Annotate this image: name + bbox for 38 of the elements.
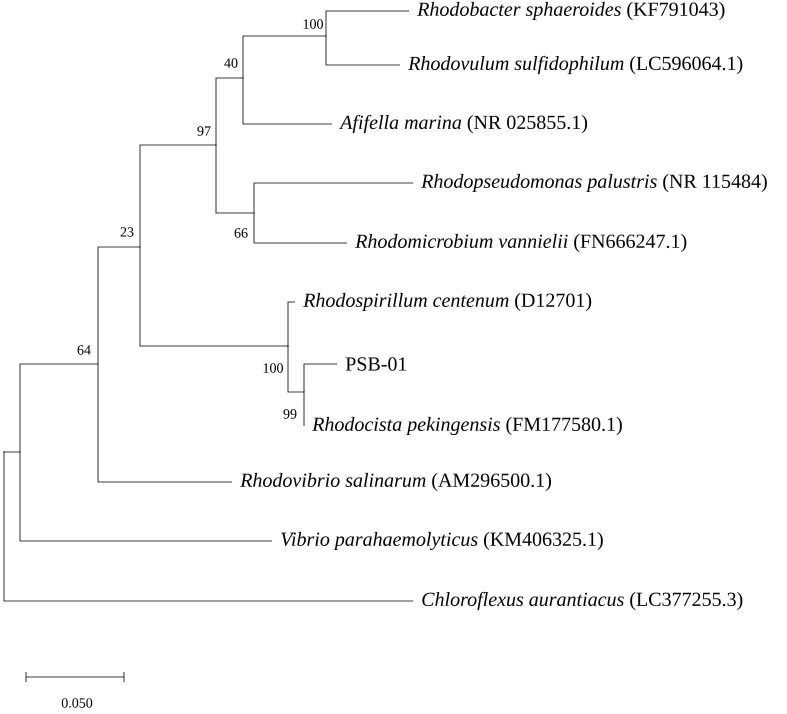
tree-branch: [288, 346, 304, 392]
tree-branch: [326, 36, 400, 66]
scale-label: 0.050: [62, 698, 92, 708]
tree-branch: [216, 78, 244, 146]
taxon-label: Rhodocista pekingensis (FM177580.1): [312, 416, 622, 436]
taxon-label: Rhodovulum sulfidophilum (LC596064.1): [408, 56, 742, 74]
bootstrap-value: 66: [234, 228, 248, 238]
taxon-label: Afifella marina (NR 025855.1): [339, 114, 588, 134]
tree-branch: [326, 10, 410, 36]
tree-branch: [4, 452, 414, 602]
tree-branch: [304, 364, 338, 392]
taxon-label: Rhodovibrio salinarum (AM296500.1): [240, 472, 551, 492]
taxon-label: Rhodopseudomonas palustris (NR 115484): [421, 174, 767, 192]
tree-branch: [254, 182, 414, 214]
taxon-label: Rhodomicrobium vannielii (FN666247.1): [355, 234, 686, 252]
tree-branch: [140, 144, 216, 248]
bootstrap-value: 100: [264, 363, 283, 373]
tree-branch: [216, 144, 254, 214]
taxon-label: Rhodospirillum centenum (D12701): [303, 292, 592, 312]
tree-branch: [20, 452, 272, 542]
taxon-label: Rhodobacter sphaeroides (KF791043): [417, 2, 724, 20]
tree-branch: [242, 78, 332, 124]
taxon-label: Vibrio parahaemolyticus (KM406325.1): [281, 532, 603, 550]
bootstrap-value: 99: [283, 409, 296, 419]
tree-branch: [98, 246, 140, 364]
bootstrap-value: 97: [197, 126, 211, 136]
taxon-label: Chloroflexus aurantiacus (LC377255.3): [422, 592, 742, 610]
bootstrap-value: 64: [78, 345, 91, 355]
tree-branch: [254, 212, 348, 244]
bootstrap-value: 23: [120, 227, 134, 237]
tree-branch: [288, 302, 296, 346]
tree-branch: [98, 364, 232, 482]
bootstrap-value: 40: [224, 58, 238, 68]
tree-branch: [140, 246, 288, 346]
tree-branch: [20, 364, 98, 452]
tree-branch: [242, 36, 326, 78]
bootstrap-value: 100: [304, 19, 323, 29]
taxon-label: PSB-01: [346, 357, 406, 371]
